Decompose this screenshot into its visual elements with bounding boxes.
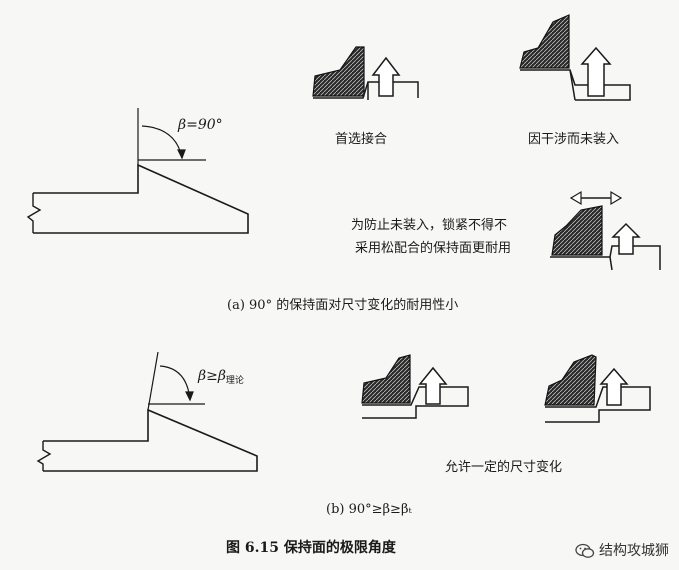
watermark-text: 结构攻城狮 <box>599 543 669 559</box>
label-preferred-joint: 首选接合 <box>335 132 388 147</box>
note-line-1: 为防止未装入，锁紧不得不 <box>351 218 508 233</box>
angle-label-b-main: β≥β <box>198 368 226 384</box>
label-tolerance: 允许一定的尺寸变化 <box>445 460 563 475</box>
angle-label-b-sub: 理论 <box>225 376 244 386</box>
label-interference: 因干涉而未装入 <box>528 132 620 147</box>
angle-label-a: β=90° <box>178 117 223 133</box>
icon-loose-fit <box>550 190 661 271</box>
icon-tolerance-1 <box>361 354 469 419</box>
profile-b <box>36 408 258 472</box>
watermark: 结构攻城狮 <box>575 540 669 560</box>
caption-a: (a) 90° 的保持面对尺寸变化的耐用性小 <box>227 298 459 313</box>
angle-reference-b <box>147 351 205 411</box>
figure-caption: 图 6.15 保持面的极限角度 <box>226 540 396 556</box>
note-line-2: 采用松配合的保持面更耐用 <box>355 241 512 256</box>
icon-interference <box>519 14 631 101</box>
angle-label-b: β≥β理论 <box>198 368 244 386</box>
icon-tolerance-2 <box>544 354 651 423</box>
caption-b: (b) 90°≥β≥βₜ <box>326 502 412 517</box>
angle-reference-a <box>137 108 206 165</box>
icon-preferred-joint <box>312 46 419 100</box>
wechat-icon <box>575 543 595 558</box>
profile-a <box>26 163 249 234</box>
